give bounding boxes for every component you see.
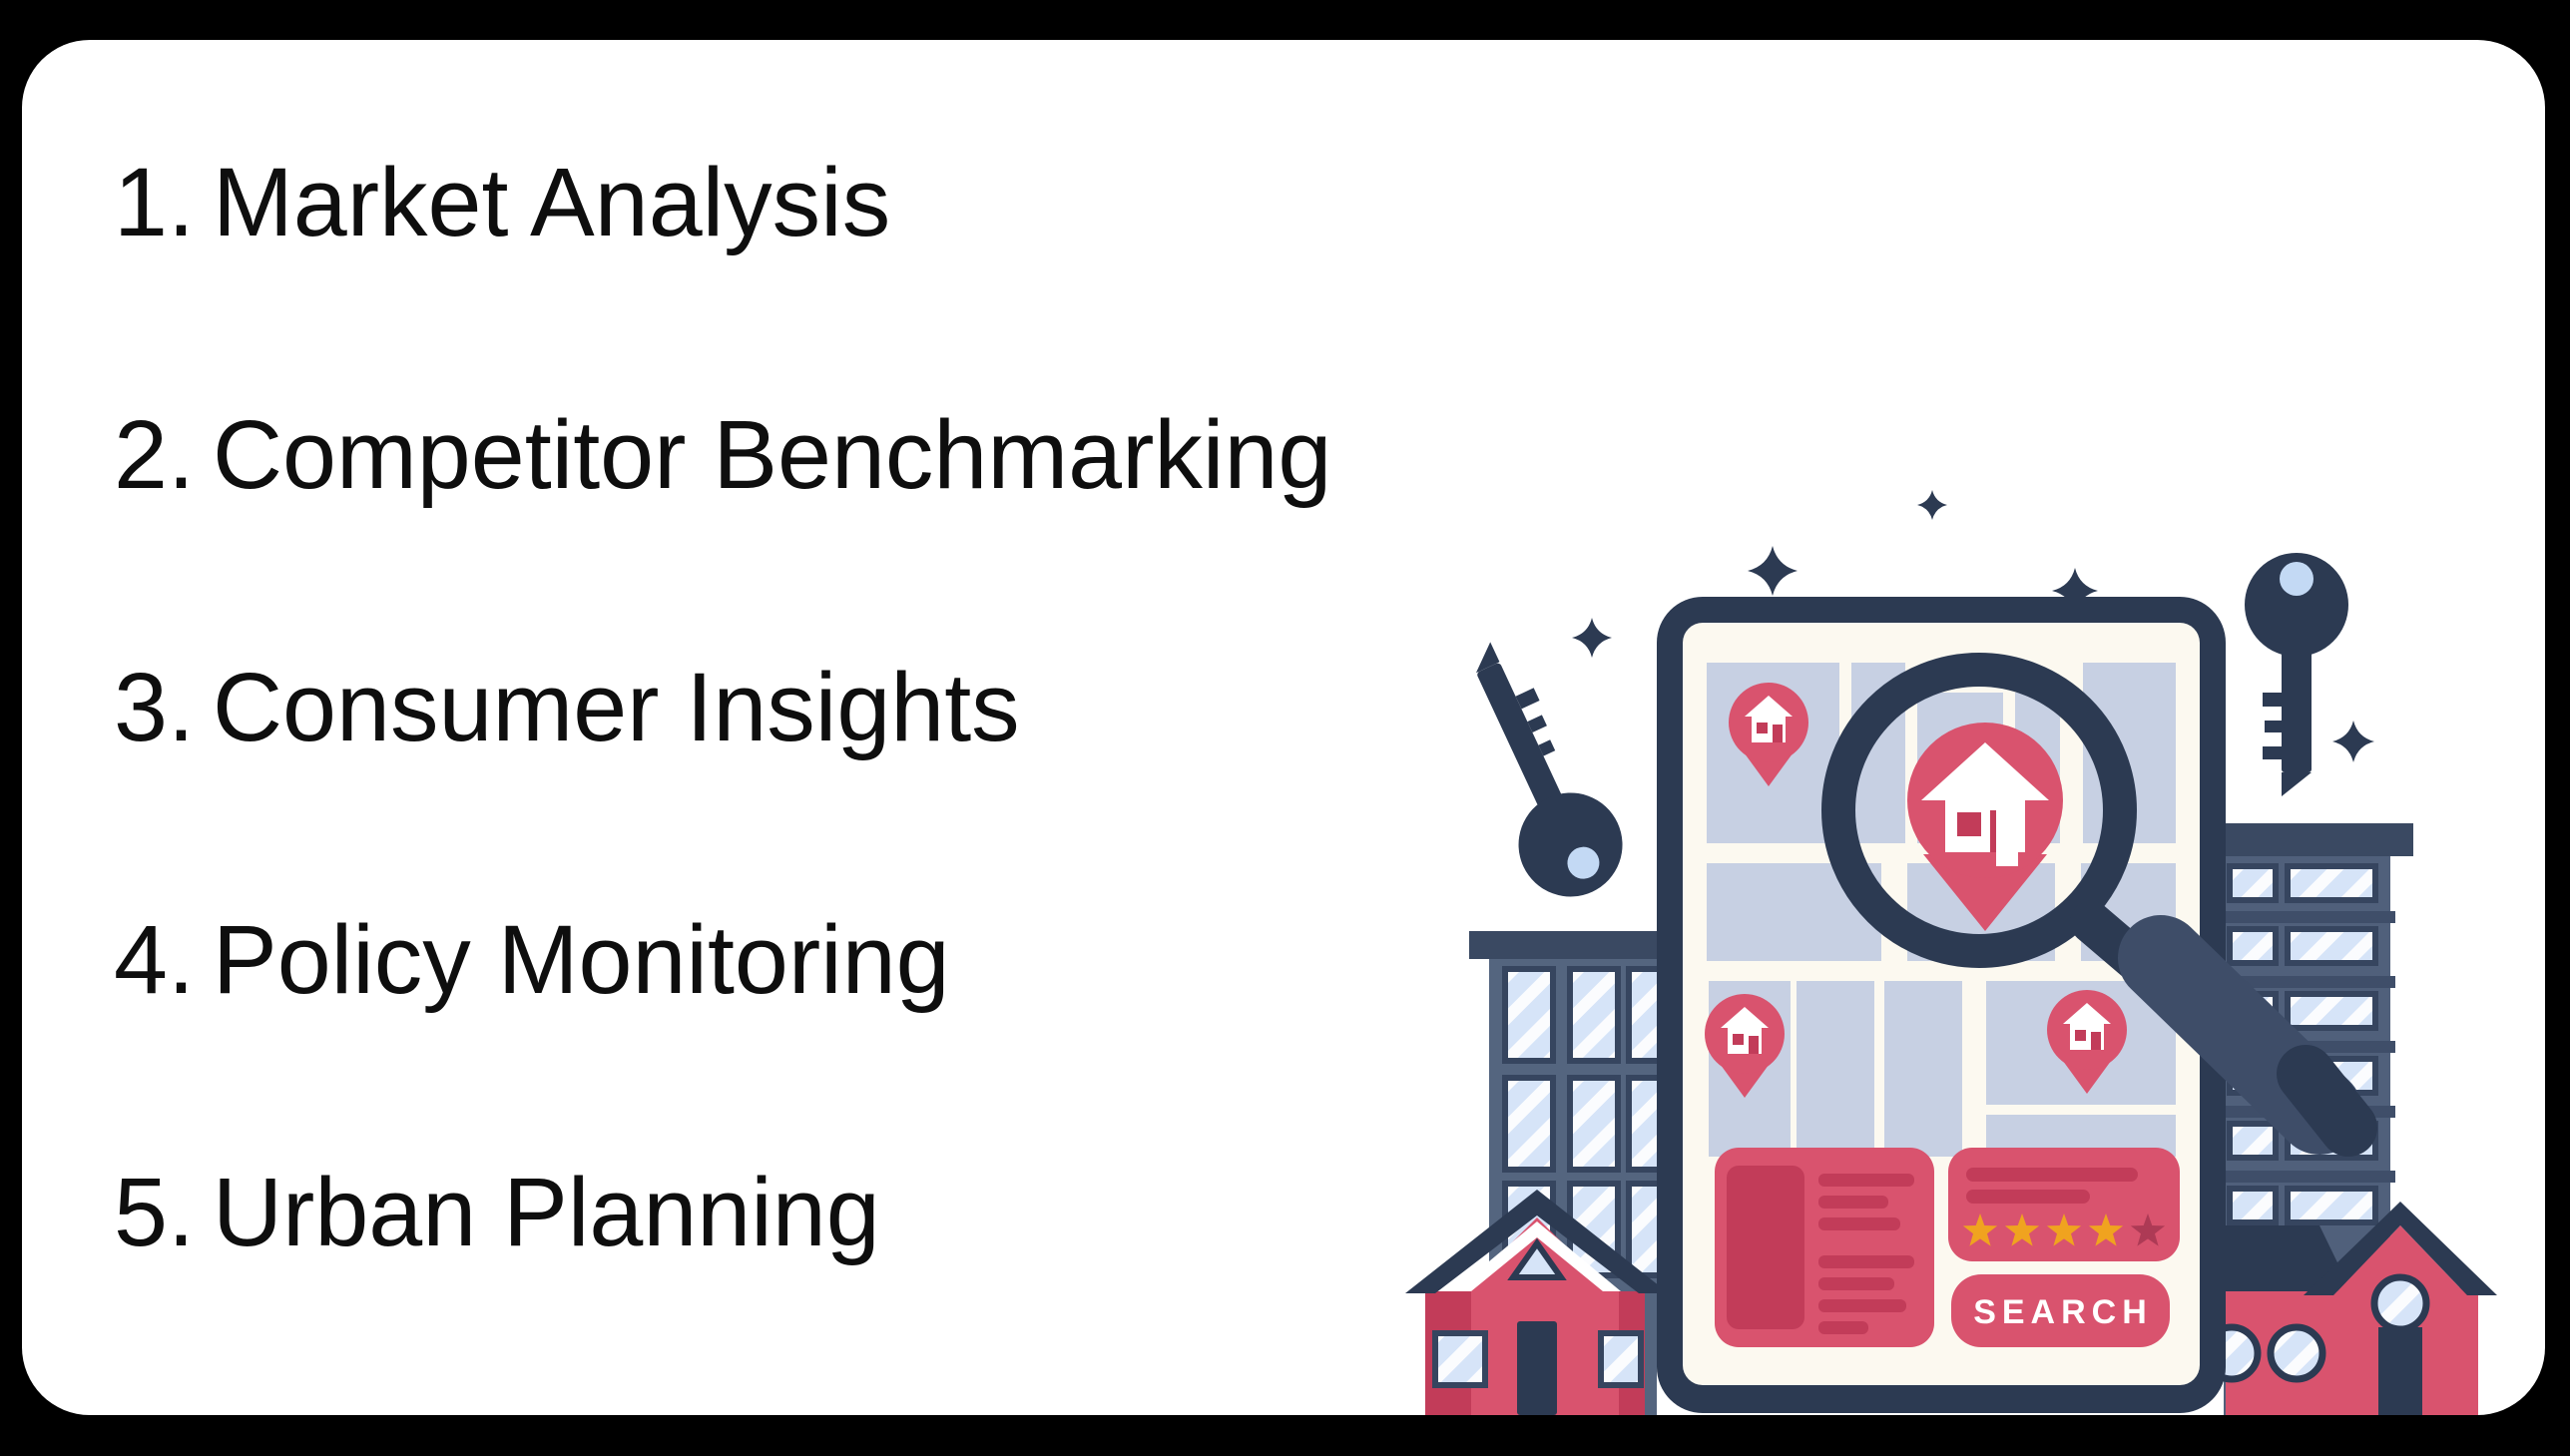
list-item: 2.Competitor Benchmarking: [114, 406, 1331, 503]
list-item: 1.Market Analysis: [114, 154, 1331, 250]
list-item-number: 5.: [114, 1158, 195, 1266]
magnifier-house-pin-icon: [1907, 723, 2063, 931]
star-icon: [2046, 1213, 2082, 1246]
list-item-label: Policy Monitoring: [213, 905, 950, 1014]
real-estate-search-illustration: SEARCH: [1405, 490, 2497, 1415]
list-item-label: Consumer Insights: [213, 653, 1020, 761]
list-item: 4.Policy Monitoring: [114, 911, 1331, 1008]
star-icon: [2088, 1213, 2124, 1246]
listing-card: [1715, 1148, 1934, 1347]
key-left-icon: [1475, 642, 1623, 897]
list-item-number: 3.: [114, 653, 195, 761]
magnifier-icon: [1821, 653, 2377, 1157]
rating-card: [1948, 1148, 2180, 1261]
house-right: [2202, 1202, 2497, 1415]
list-item-label: Market Analysis: [213, 148, 891, 256]
slide-card: 1.Market Analysis 2.Competitor Benchmarki…: [22, 40, 2545, 1415]
list-item-number: 4.: [114, 905, 195, 1014]
search-button-label: SEARCH: [1973, 1293, 2153, 1331]
list-item-number: 1.: [114, 148, 195, 256]
sparkle-icon: [2332, 721, 2374, 762]
star-icon: [2130, 1213, 2166, 1246]
list-item-label: Competitor Benchmarking: [213, 400, 1332, 509]
list-item-number: 2.: [114, 400, 195, 509]
feature-list: 1.Market Analysis 2.Competitor Benchmarki…: [114, 154, 1331, 1260]
list-item: 3.Consumer Insights: [114, 659, 1331, 755]
search-button[interactable]: SEARCH: [1951, 1274, 2170, 1347]
star-icon: [2004, 1213, 2040, 1246]
house-left: [1405, 1190, 1669, 1415]
star-icon: [1962, 1213, 1998, 1246]
list-item: 5.Urban Planning: [114, 1164, 1331, 1260]
tablet: SEARCH: [1657, 597, 2226, 1413]
sparkle-icon: [1917, 490, 1947, 520]
key-right-icon: [2245, 553, 2348, 796]
sparkle-icon: [1572, 618, 1612, 658]
rating-stars: [1962, 1213, 2166, 1246]
list-item-label: Urban Planning: [213, 1158, 880, 1266]
sparkle-icon: [1748, 546, 1798, 596]
